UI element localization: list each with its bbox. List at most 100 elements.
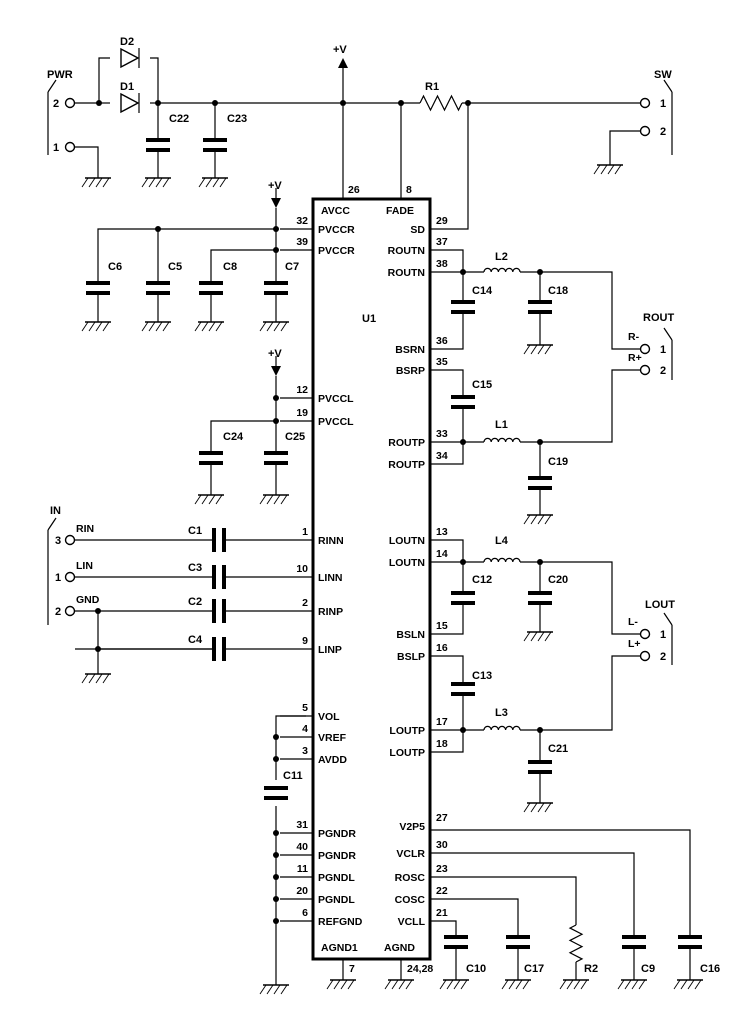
ground-hatch xyxy=(162,177,170,188)
cap-label: C25 xyxy=(285,431,305,443)
ground-hatch xyxy=(624,979,632,990)
ground-hatch xyxy=(266,984,274,995)
pin-number: 16 xyxy=(436,642,448,654)
capacitor-c25 xyxy=(264,451,288,465)
junction-dot xyxy=(273,852,279,858)
pin-number: 39 xyxy=(296,236,308,248)
ground-hatch xyxy=(405,979,413,990)
pin-name: FADE xyxy=(386,205,414,217)
ground-hatch xyxy=(280,984,288,995)
pin-name: AGND1 xyxy=(321,942,358,954)
ground-hatch xyxy=(273,984,281,995)
junction-dot xyxy=(273,395,279,401)
diode-label: D1 xyxy=(120,81,134,93)
capacitor-pvccr xyxy=(264,281,288,295)
terminal xyxy=(64,97,76,109)
ground-symbol xyxy=(384,979,414,990)
terminal xyxy=(639,125,651,137)
ground-hatch xyxy=(687,979,695,990)
capacitor-c18 xyxy=(528,300,552,314)
ground-hatch xyxy=(391,979,399,990)
ground-hatch xyxy=(607,164,615,175)
capacitor-input xyxy=(212,637,226,661)
cap-label: C22 xyxy=(169,113,189,125)
ground-hatch xyxy=(573,979,581,990)
pin-name: ROSC xyxy=(395,872,426,884)
signal-label: L+ xyxy=(628,638,641,650)
ground-hatch xyxy=(508,979,516,990)
pin-number: 38 xyxy=(436,258,448,270)
pin-number: 34 xyxy=(436,450,448,462)
diode-triangle xyxy=(120,47,140,69)
connector-line xyxy=(663,327,673,341)
cap-label: C2 xyxy=(188,596,202,608)
terminal xyxy=(639,343,651,355)
ground-symbol xyxy=(523,631,553,642)
ground-hatch xyxy=(614,164,622,175)
ground-hatch xyxy=(219,177,227,188)
ground-symbol xyxy=(259,321,289,332)
pin-name: VCLR xyxy=(396,848,425,860)
pin-name: BSRN xyxy=(395,344,425,356)
ground-hatch xyxy=(95,321,103,332)
cap-label: C8 xyxy=(223,261,237,273)
pin-number: 30 xyxy=(436,839,448,851)
ground-hatch xyxy=(559,979,567,990)
pin-number: 32 xyxy=(296,215,308,227)
ground-symbol xyxy=(81,177,111,188)
capacitor-c12 xyxy=(451,591,475,605)
connector-pin: 1 xyxy=(660,629,666,641)
pin-number: 20 xyxy=(296,885,308,897)
pin-number: 5 xyxy=(302,702,308,714)
wire xyxy=(210,420,276,453)
pin-name: REFGND xyxy=(318,916,363,928)
pin-name: BSLP xyxy=(397,651,425,663)
ground-symbol xyxy=(141,321,171,332)
ground-hatch xyxy=(259,984,267,995)
terminal xyxy=(64,605,76,617)
ground-hatch xyxy=(208,321,216,332)
wire xyxy=(430,249,464,273)
ground-hatch xyxy=(81,321,89,332)
ground-hatch xyxy=(523,344,531,355)
resistor-label: R1 xyxy=(425,81,439,93)
capacitor-input xyxy=(212,599,226,623)
ground-hatch xyxy=(544,631,552,642)
pin-number: 3 xyxy=(302,745,308,757)
ground-symbol xyxy=(523,802,553,813)
inductor-coil xyxy=(483,267,521,273)
resistor-r2 xyxy=(568,924,584,963)
cap-label: C19 xyxy=(548,456,568,468)
connector-label: IN xyxy=(50,505,61,517)
resistor-r1 xyxy=(419,94,463,112)
pin-name: PVCCL xyxy=(318,416,354,428)
wire xyxy=(430,852,635,937)
junction-dot xyxy=(398,100,404,106)
cap-label: C6 xyxy=(108,261,122,273)
cap-label: C17 xyxy=(524,963,544,975)
pin-number: 13 xyxy=(436,526,448,538)
wire xyxy=(430,655,464,684)
ground-hatch xyxy=(530,631,538,642)
ground-hatch xyxy=(566,979,574,990)
wire xyxy=(430,539,464,563)
ground-symbol xyxy=(617,979,647,990)
pin-number: 31 xyxy=(296,819,308,831)
signal-label: RIN xyxy=(76,523,94,535)
cap-label: C3 xyxy=(188,562,202,574)
ic-body-u1 xyxy=(311,197,432,961)
pin-number: 10 xyxy=(296,563,308,575)
connector-sw xyxy=(663,79,673,155)
ground-symbol xyxy=(259,494,289,505)
pin-number: 1 xyxy=(302,526,308,538)
resistor-zigzag xyxy=(419,94,463,112)
capacitor-c24 xyxy=(199,451,223,465)
wire xyxy=(520,561,640,635)
ground-hatch xyxy=(523,802,531,813)
connector-pin: 1 xyxy=(55,572,61,584)
pin-number: 33 xyxy=(436,428,448,440)
junction-dot xyxy=(96,100,102,106)
pin-name: LINP xyxy=(318,644,342,656)
ground-hatch xyxy=(194,494,202,505)
cap-label: C23 xyxy=(227,113,247,125)
